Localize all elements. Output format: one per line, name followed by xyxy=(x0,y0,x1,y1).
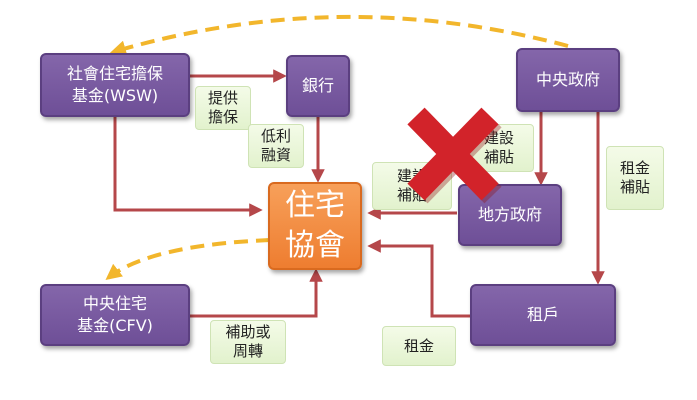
arrow-tenant-to-assoc xyxy=(367,239,470,318)
label-aid-or-turnover: 補助或 周轉 xyxy=(210,320,286,364)
arrow-wsw-to-assoc xyxy=(113,116,263,217)
dashed-arc-central-to-wsw xyxy=(109,14,569,57)
node-bank: 銀行 xyxy=(286,55,350,117)
node-tenant: 租戶 xyxy=(470,284,616,346)
dashed-arc-assoc-to-cfv xyxy=(105,238,271,280)
node-wsw: 社會住宅擔保 基金(WSW) xyxy=(40,53,190,117)
node-housing-association: 住宅 協會 xyxy=(268,182,362,270)
label-low-interest-loan: 低利 融資 xyxy=(248,124,304,168)
node-cfv: 中央住宅 基金(CFV) xyxy=(40,284,190,346)
label-guarantee: 提供 擔保 xyxy=(195,86,251,130)
node-central-government: 中央政府 xyxy=(516,48,620,112)
label-rent-subsidy: 租金 補貼 xyxy=(606,146,664,210)
label-rent: 租金 xyxy=(382,326,456,366)
cross-icon xyxy=(407,107,502,204)
arrow-cfv-to-assoc xyxy=(190,268,323,318)
node-local-government: 地方政府 xyxy=(458,184,562,246)
